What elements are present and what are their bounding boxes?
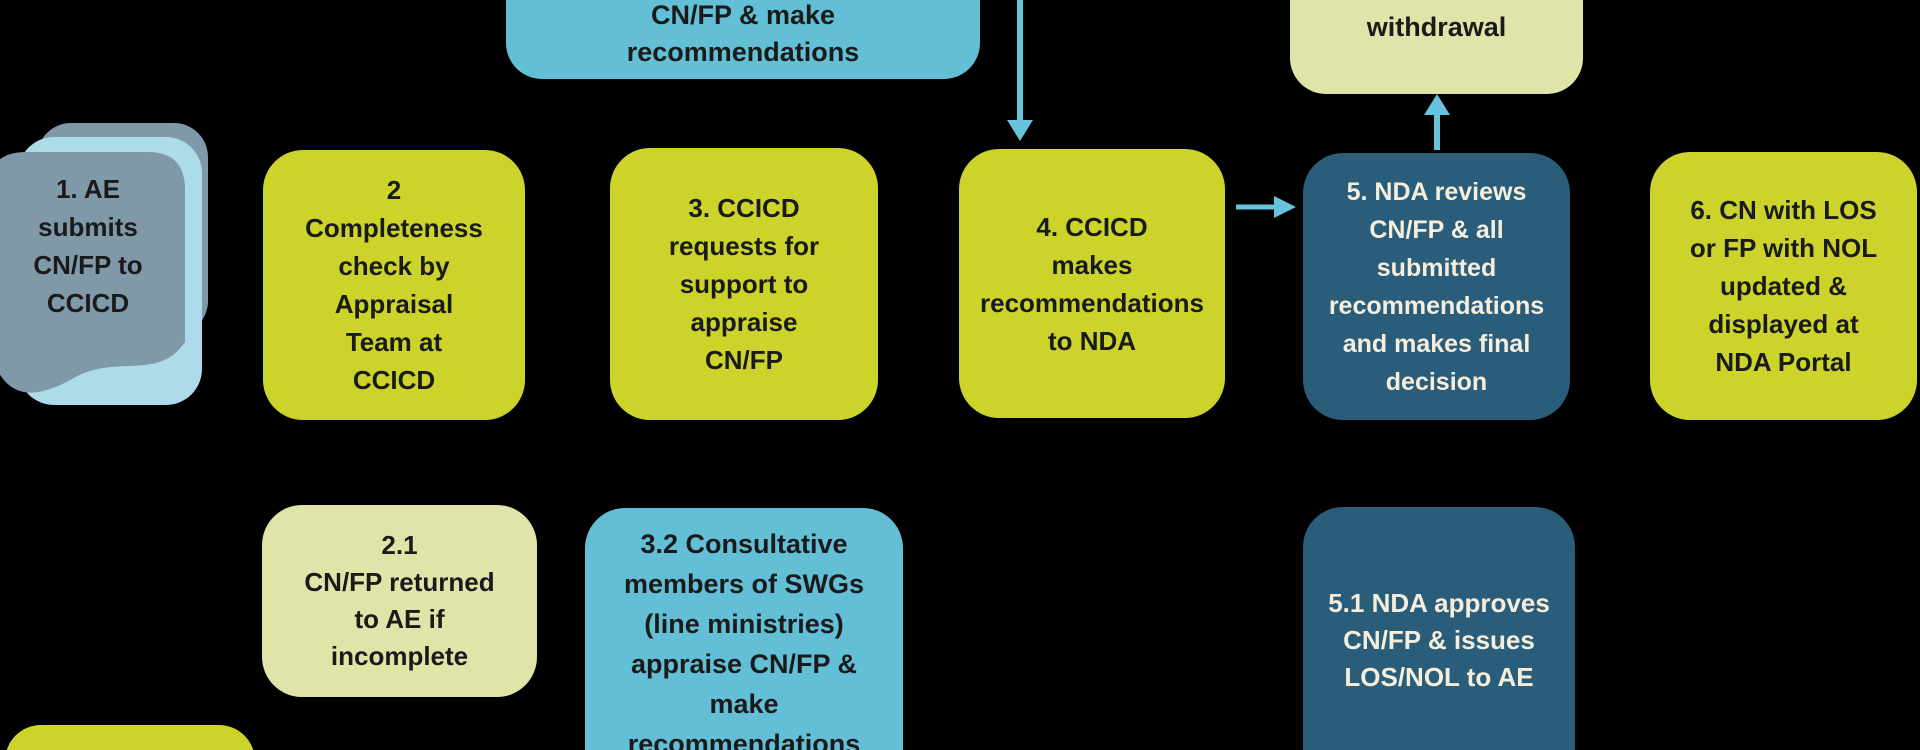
node-bottom-partial (5, 725, 255, 750)
node-label: 3. CCICD requests for support to apprais… (668, 193, 820, 375)
node-step2-1-returned-if-incomplete: 2.1 CN/FP returned to AE if incomplete (262, 505, 537, 697)
arrow-step5-to-resubmission-icon (1424, 94, 1450, 150)
node-label: 5.1 NDA approves CN/FP & issues LOS/NOL … (1328, 588, 1550, 692)
stacked-pages-icon (0, 123, 208, 405)
node-step1-ae-submits: 1. AE submits CN/FP to CCICD (0, 95, 220, 405)
node-appraise-recommendations-partial: CN/FP & make recommendations (506, 0, 980, 79)
node-step3-2-consultative-members: 3.2 Consultative members of SWGs (line m… (585, 508, 903, 750)
arrow-step4-to-step5-icon (1236, 196, 1296, 218)
node-step3-ccicd-requests-support: 3. CCICD requests for support to apprais… (610, 148, 878, 420)
node-label: 2.1 CN/FP returned to AE if incomplete (304, 530, 495, 671)
node-step5-nda-reviews: 5. NDA reviews CN/FP & all submitted rec… (1303, 153, 1570, 420)
arrow-down-into-step4-icon (1007, 0, 1033, 141)
node-label: resubmission or withdrawal (1331, 0, 1541, 42)
node-step2-completeness-check: 2 Completeness check by Appraisal Team a… (263, 150, 525, 420)
node-step6-nda-portal: 6. CN with LOS or FP with NOL updated & … (1650, 152, 1917, 420)
node-label: 4. CCICD makes recommendations to NDA (980, 211, 1204, 356)
node-label: 2 Completeness check by Appraisal Team a… (305, 175, 483, 395)
node-label: 1. AE submits CN/FP to CCICD (33, 174, 143, 318)
node-step5-1-nda-approves: 5.1 NDA approves CN/FP & issues LOS/NOL … (1303, 507, 1575, 750)
node-label: 6. CN with LOS or FP with NOL updated & … (1689, 195, 1878, 377)
node-step4-ccicd-recommendations: 4. CCICD makes recommendations to NDA (959, 149, 1225, 418)
node-label: CN/FP & make recommendations (626, 0, 860, 67)
node-label: 5. NDA reviews CN/FP & all submitted rec… (1328, 177, 1545, 396)
node-label: 3.2 Consultative members of SWGs (line m… (623, 529, 865, 750)
node-resubmission-withdrawal-partial: resubmission or withdrawal (1290, 0, 1583, 94)
